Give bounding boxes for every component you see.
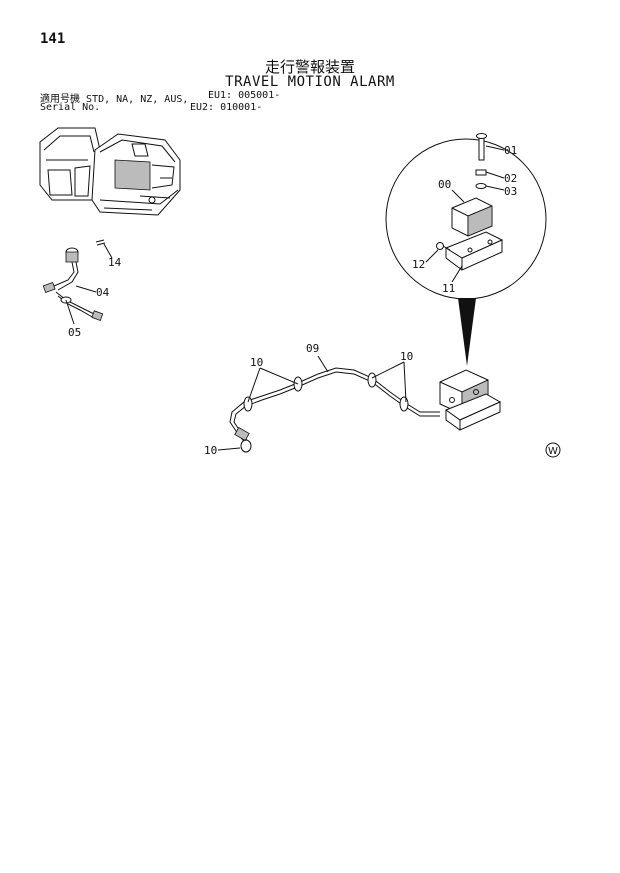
page-number: 141 xyxy=(40,31,66,47)
alarm-installed xyxy=(439,369,502,431)
callout-05: 05 xyxy=(68,326,81,339)
serial-line-1: 適用号機 STD, NA, NZ, AUS, xyxy=(40,90,188,105)
callout-01: 01 xyxy=(504,144,517,157)
serial-label-english: Serial No. xyxy=(40,102,101,113)
callout-14: 14 xyxy=(108,256,122,269)
serial-eu2: EU2: 010001- xyxy=(190,102,263,113)
w-mark-letter: W xyxy=(548,446,558,457)
callout-12: 12 xyxy=(412,258,425,271)
detail-pointer xyxy=(458,298,476,366)
wiring-harness: 09 10 10 10 xyxy=(204,342,440,457)
callout-04: 04 xyxy=(96,286,110,299)
serial-label-japanese: 適用号機 xyxy=(40,94,80,105)
callout-03: 03 xyxy=(504,185,517,198)
page-title-english: TRAVEL MOTION ALARM xyxy=(225,74,395,90)
callout-09: 09 xyxy=(306,342,319,355)
callout-02: 02 xyxy=(504,172,517,185)
callout-11: 11 xyxy=(442,282,455,295)
switch-harness: 14 04 05 xyxy=(42,239,122,339)
callout-10-right: 10 xyxy=(400,350,413,363)
callout-10-left: 10 xyxy=(250,356,263,369)
w-mark-icon: W xyxy=(545,442,561,458)
serial-models: STD, NA, NZ, AUS, xyxy=(86,94,189,105)
page-title-japanese: 走行警報装置 xyxy=(264,58,355,76)
alarm-detail-view: 01 02 03 00 12 11 xyxy=(385,133,547,300)
excavator-overview xyxy=(39,127,181,216)
callout-00: 00 xyxy=(438,178,451,191)
serial-eu1: EU1: 005001- xyxy=(208,90,281,101)
callout-10-bottom: 10 xyxy=(204,444,217,457)
